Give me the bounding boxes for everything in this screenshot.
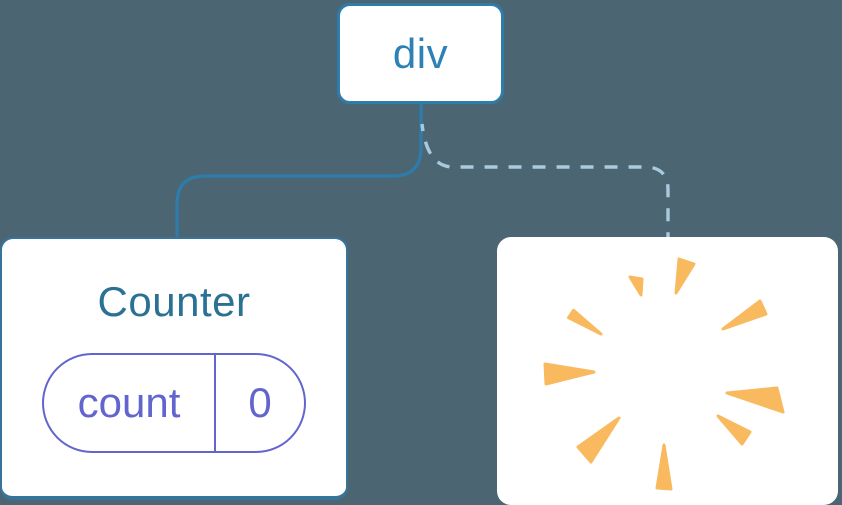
solid-connector-line [175, 102, 423, 240]
node-label: div [392, 29, 449, 77]
state-key-label: count [77, 379, 181, 426]
burst-ray [725, 386, 785, 414]
tree-node-counter: Counter count 0 [0, 237, 348, 500]
tree-node-div: div [337, 3, 504, 104]
burst-ray [716, 414, 752, 446]
burst-ray [655, 443, 673, 491]
burst-ray [721, 299, 768, 331]
burst-ray [543, 362, 596, 386]
state-value: 0 [214, 355, 304, 451]
burst-ray [628, 275, 644, 297]
burst-ray [567, 308, 603, 336]
tree-node-removed [497, 237, 838, 505]
poof-burst-icon [543, 257, 785, 491]
component-title: Counter [97, 278, 251, 325]
burst-ray [674, 257, 696, 295]
dashed-connector-line [420, 123, 670, 238]
state-pill: count 0 [42, 353, 306, 453]
burst-ray [576, 416, 621, 464]
